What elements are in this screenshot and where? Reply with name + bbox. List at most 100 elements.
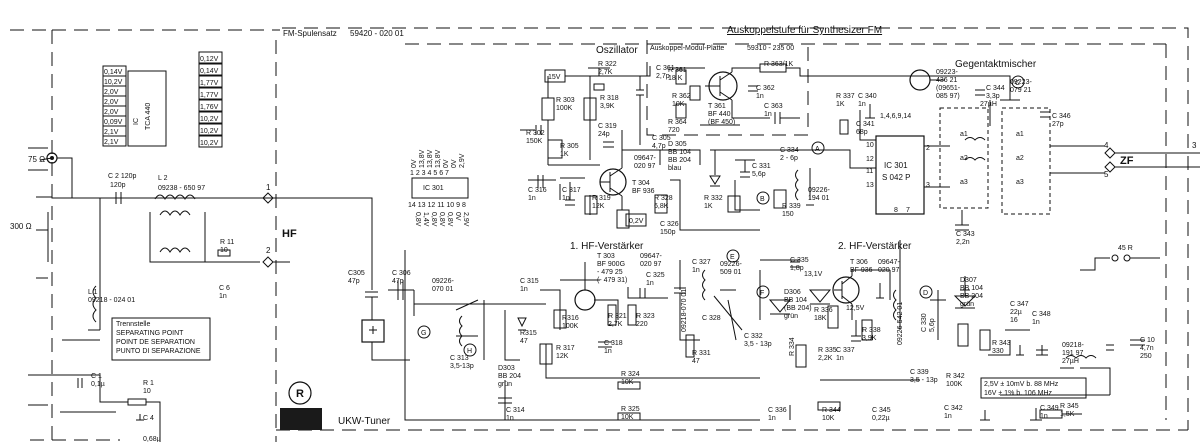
svg-text:5: 5 <box>1104 170 1109 179</box>
test-point-label: F <box>760 290 764 297</box>
volt-15v: 15V <box>548 74 561 81</box>
r325-label: 10K <box>621 414 634 421</box>
ic-tca440: IC TCA 440 <box>127 70 167 147</box>
module-plate: Auskoppel-Modul-Platte <box>650 45 724 52</box>
c313-label: 3,5-13p <box>450 363 474 370</box>
header-part: 59420 - 020 01 <box>350 29 404 38</box>
c327-label: 1n <box>692 267 700 274</box>
c342-label: 1n <box>944 413 952 420</box>
svg-text:2: 2 <box>926 145 930 152</box>
c305b-label: 4,7p <box>652 143 666 150</box>
c305-label: 47p <box>348 278 360 285</box>
block-hf1: 1. HF-Verstärker <box>570 241 644 252</box>
d306-label: D306 <box>784 289 801 296</box>
r11-label: R 11 <box>220 239 234 246</box>
d305-label: D 305 <box>668 141 687 148</box>
r318-label: 3,9K <box>600 103 615 110</box>
test-point-label: H <box>467 348 472 355</box>
c341-label: C 341 <box>856 121 875 128</box>
header-main: Auskoppelstufe für Synthesizer FM <box>727 25 882 36</box>
d305-label: blau <box>668 165 681 172</box>
transformer-tap-label: a3 <box>1016 179 1024 186</box>
c346-label: C 346 <box>1052 113 1071 120</box>
svg-text:4: 4 <box>1104 141 1109 150</box>
svg-text:8: 8 <box>894 207 898 214</box>
c340-label: C 340 <box>858 93 877 100</box>
shield-outline <box>10 27 1189 442</box>
tca440-left-value: 2,1V <box>104 139 119 146</box>
r336-label: R 336 <box>814 307 833 314</box>
ic301-bottom-voltage: 0,8V <box>430 212 437 227</box>
tca440-right-value: 10,2V <box>200 140 219 147</box>
r303-label: R 303 <box>556 97 575 104</box>
r335-label: 2,2K <box>818 355 833 362</box>
r342-label: R 342 <box>946 373 965 380</box>
test-point-circle <box>756 191 770 205</box>
test-point-circle <box>756 285 770 299</box>
ic301-top-voltage: 13,8V <box>435 149 442 168</box>
r1-val: 10 <box>143 388 151 395</box>
block-oszillator: Oszillator <box>596 45 638 56</box>
r334-label: R 334 <box>789 337 796 356</box>
r319-label: R 319 <box>592 195 611 202</box>
c345-label: 0,22µ <box>872 415 890 422</box>
c343-label: 2,2n <box>956 239 970 246</box>
svg-text:13: 13 <box>866 182 874 189</box>
svg-text:12: 12 <box>866 156 874 163</box>
r316-label: 100K <box>562 323 579 330</box>
svg-text:2: 2 <box>266 246 271 255</box>
coil-09226-070-label: 09226- <box>432 278 454 285</box>
c319-label: C 319 <box>598 123 617 130</box>
r344-label: R 344 <box>822 407 841 414</box>
c332-label: 3,5 - 13p <box>744 341 772 348</box>
transistor-t304-label: T 304 <box>632 180 650 187</box>
c328-label: C 328 <box>702 315 721 322</box>
c306-label: 47p <box>392 278 404 285</box>
coil-09223-436-label: 085 97) <box>936 93 960 100</box>
switch-45r: 45 R <box>1080 245 1160 271</box>
tca440-left-value: 2,0V <box>104 89 119 96</box>
ic301-bottom-voltage: 0,8V <box>438 212 445 227</box>
c335-label: C 335 <box>790 257 809 264</box>
r305-label: 1K <box>560 151 569 158</box>
d305-label: BB 104 <box>668 149 691 156</box>
tca440-right-value: 1,76V <box>200 104 219 111</box>
c326-label: 150p <box>660 229 676 236</box>
ic301-mixer: IC 301 S 042 P 1,4,6,9,14 10 12 11 13 2 … <box>866 113 930 215</box>
input-filter <box>28 192 260 442</box>
coil-09647-hf1-label: 09647- <box>640 253 662 260</box>
c334-label: C 334 <box>780 147 799 154</box>
d306-label: BB 104 <box>784 297 807 304</box>
r361-label: 18 K <box>668 75 683 82</box>
c334-label: 2 - 6p <box>780 155 798 162</box>
svg-text:IC 301: IC 301 <box>884 161 908 170</box>
tca440-right-box <box>198 123 223 136</box>
c4-label: C 4 <box>143 415 154 422</box>
transistor-t306-label: T 306 <box>850 259 868 266</box>
r302-label: R 302 <box>526 130 545 137</box>
svg-text:1,4,6,9,14: 1,4,6,9,14 <box>880 113 911 120</box>
c2-label: C 2 120p <box>108 173 137 180</box>
c325-label: 1n <box>646 280 654 287</box>
c339-label: C 339 <box>910 369 929 376</box>
svg-text:POINT DE SEPARATION: POINT DE SEPARATION <box>116 339 195 346</box>
volt-15v-box <box>544 69 566 83</box>
c10-label: 250 <box>1140 353 1152 360</box>
svg-text:Trennstelle: Trennstelle <box>116 321 150 328</box>
c330-label: C 330 <box>921 313 928 332</box>
r11-val: 10 <box>220 247 228 254</box>
c10-label: 4,7n <box>1140 345 1154 352</box>
test-point-label: B <box>760 196 765 203</box>
d307-label: BB 204 <box>960 293 983 300</box>
c339-label: 3,5 - 13p <box>910 377 938 384</box>
test-point-label: E <box>730 254 735 261</box>
r342-label: 100K <box>946 381 963 388</box>
ic301-top-voltage: 13,8V <box>419 149 426 168</box>
test-point-circle <box>417 325 431 339</box>
svg-text:IC 301: IC 301 <box>423 185 444 192</box>
r328-label: R 328 <box>654 195 673 202</box>
r343-label: 330 <box>992 348 1004 355</box>
tca440-right-value: 1,77V <box>200 92 219 99</box>
